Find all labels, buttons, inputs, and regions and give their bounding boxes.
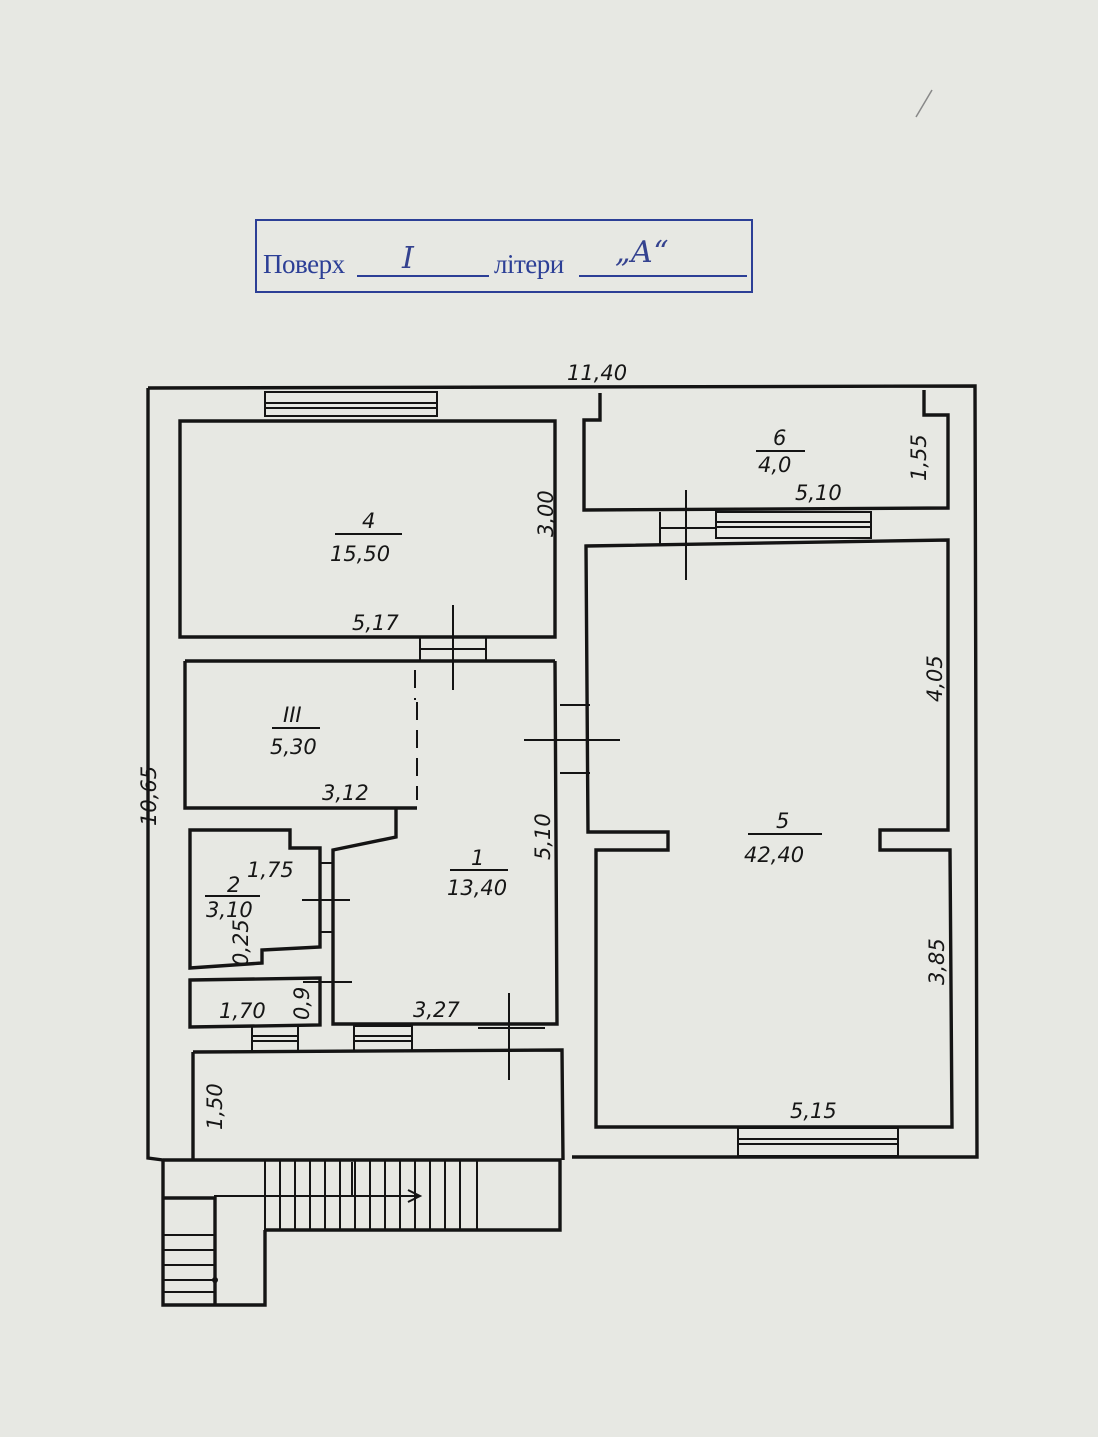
dim-r6-width: 5,10 — [795, 481, 842, 505]
staircase — [161, 1159, 478, 1307]
windows — [251, 391, 899, 1157]
dim-r2-step: 0,25 — [229, 919, 253, 966]
dim-wc-height: 0,9 — [290, 987, 314, 1020]
floor-underline — [357, 275, 489, 277]
dim-porch-depth: 1,50 — [203, 1083, 227, 1130]
room-1-area: 13,40 — [447, 876, 507, 900]
room-2-area: 3,10 — [206, 898, 253, 922]
dim-r3-width: 3,12 — [322, 781, 369, 805]
room-5-area: 42,40 — [744, 843, 804, 867]
overall-width: 11,40 — [567, 361, 627, 385]
dim-r1-height: 5,10 — [531, 813, 555, 860]
room-6-area: 4,0 — [758, 453, 791, 477]
overall-height: 10,65 — [137, 766, 161, 826]
room-2-walls — [188, 828, 322, 970]
dim-r5-bottom: 5,15 — [790, 1099, 837, 1123]
dim-r5-lower: 3,85 — [925, 938, 949, 985]
room-4-walls — [178, 419, 557, 639]
dimension-labels: 11,40 10,65 3,00 5,17 1,55 5,10 4,05 3,8… — [137, 361, 949, 1130]
floor-value: I — [402, 241, 414, 276]
dim-r6-depth: 1,55 — [907, 434, 931, 481]
room-wc-walls — [188, 976, 322, 1029]
room-3-area: 5,30 — [270, 735, 317, 759]
floor-label: Поверх — [263, 249, 345, 279]
porch-walls — [191, 1048, 565, 1161]
room-4-number: 4 — [362, 509, 375, 533]
dim-wc-width: 1,70 — [219, 999, 266, 1023]
dim-r1-width: 3,27 — [413, 998, 460, 1022]
dim-r4-width: 5,17 — [352, 611, 399, 635]
dim-r4-height: 3,00 — [534, 490, 558, 537]
letter-value: „А“ — [615, 235, 669, 270]
room-labels: 4 15,50 6 4,0 III 5,30 1 13,40 2 3,10 5 … — [205, 426, 822, 922]
letter-underline — [579, 275, 747, 277]
letter-label: літери — [494, 249, 564, 279]
room-3-number: III — [283, 703, 302, 727]
doors — [302, 490, 716, 1080]
dim-r5-upper: 4,05 — [923, 655, 947, 702]
dim-r2-width: 1,75 — [247, 858, 294, 882]
room-5-walls — [584, 538, 954, 1129]
room-1-walls — [331, 660, 559, 1026]
room-6-number: 6 — [773, 426, 786, 450]
room-6-walls — [582, 390, 950, 512]
room-5-number: 5 — [776, 809, 789, 833]
pencil-mark — [915, 89, 933, 118]
room-1-number: 1 — [471, 846, 484, 870]
floor-stamp: Поверх I літери „А“ — [255, 219, 753, 293]
room-4-area: 15,50 — [330, 542, 390, 566]
room-2-number: 2 — [227, 873, 240, 897]
room-3-walls — [183, 659, 555, 810]
